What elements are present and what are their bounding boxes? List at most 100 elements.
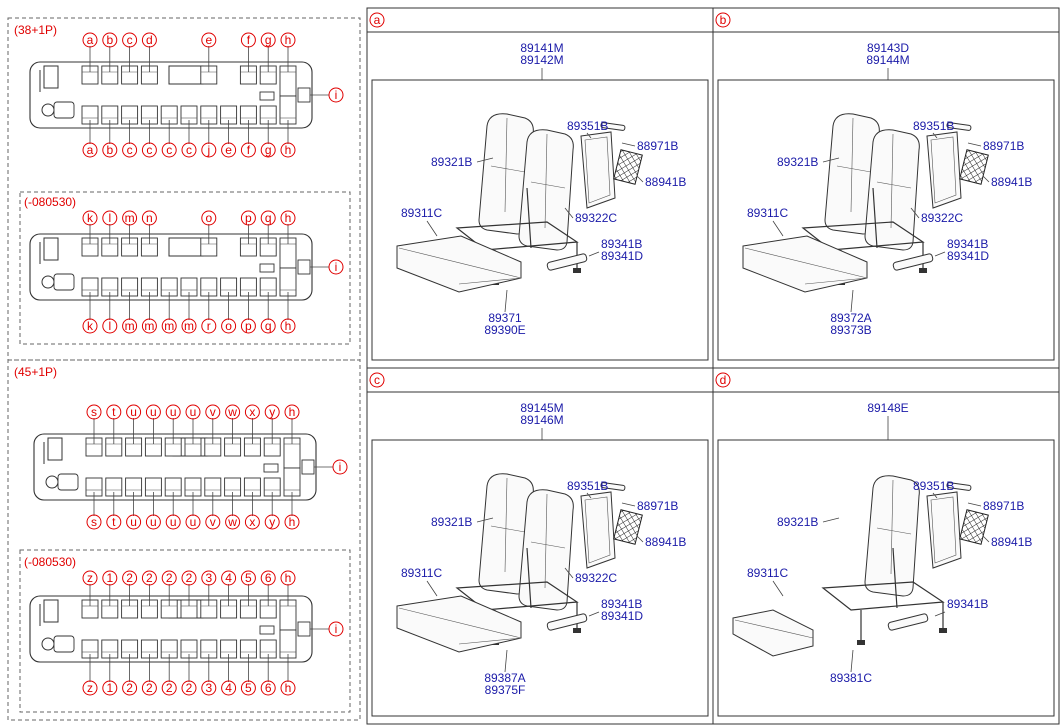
backrest-part-number: 89321B — [431, 155, 472, 169]
layout-title: (45+1P) — [14, 365, 57, 379]
seat-legs — [860, 547, 944, 640]
callout-label: u — [150, 515, 157, 529]
callout-label: 2 — [166, 571, 173, 585]
callout-circle — [260, 318, 276, 334]
callout-circle — [102, 210, 118, 226]
rear-seat — [297, 259, 311, 275]
cushion-seam — [458, 637, 522, 645]
callout-circle — [201, 142, 217, 158]
armrest-part-number: 89341D — [601, 249, 643, 263]
callout-label: m — [164, 319, 174, 333]
callout-circle — [328, 621, 344, 637]
callout-circle — [205, 514, 221, 530]
callout-circle — [145, 514, 161, 530]
armrest-leader — [934, 611, 946, 617]
callout-circle — [284, 404, 300, 420]
backrest-part-number: 89321B — [777, 155, 818, 169]
callout-label: y — [269, 405, 275, 419]
callout-label: 2 — [146, 571, 153, 585]
callout-circle — [122, 142, 138, 158]
panel-leader — [932, 132, 938, 139]
callout-label: e — [225, 143, 232, 157]
backrest-leader — [822, 517, 840, 523]
callout-circle — [141, 680, 157, 696]
side-part-number: 89322C — [921, 211, 963, 225]
callout-circle — [82, 680, 98, 696]
callout-circle — [82, 142, 98, 158]
layout-45-sub-frame — [19, 549, 351, 713]
backrest-seam — [530, 181, 566, 189]
callout-circle — [122, 210, 138, 226]
callout-circle — [181, 318, 197, 334]
inner-frame — [371, 79, 709, 361]
callout-label: 2 — [186, 571, 193, 585]
callout-circle — [106, 404, 122, 420]
callout-circle — [205, 404, 221, 420]
armrest-leader — [588, 611, 600, 617]
net-part-number: 88941B — [991, 535, 1032, 549]
assembly-number: 89142M — [520, 53, 563, 67]
inner-frame — [717, 79, 1055, 361]
armrest-part-number: 89341D — [947, 249, 989, 263]
callout-label: 3 — [205, 571, 212, 585]
callout-circle — [106, 514, 122, 530]
callout-circle — [161, 570, 177, 586]
inner-frame — [717, 439, 1055, 717]
callout-label: m — [125, 211, 135, 225]
callout-label: c — [127, 33, 133, 47]
cushion-part-number: 89311C — [747, 566, 788, 580]
side-part-number: 89322C — [575, 211, 617, 225]
callout-label: m — [184, 319, 194, 333]
backrest-leader — [476, 157, 494, 163]
callout-label: s — [91, 515, 97, 529]
net-leader — [982, 535, 990, 543]
foot — [857, 640, 865, 645]
callout-circle — [122, 680, 138, 696]
back-panel — [926, 131, 962, 209]
seat-cushion — [732, 609, 814, 657]
callout-circle — [225, 404, 241, 420]
layout-title: (-080530) — [24, 195, 76, 209]
armrest-part-number: 89341B — [601, 237, 642, 251]
panel-d: d89148E89351B88971B88941B89321B89311C893… — [712, 367, 1060, 725]
foot-leader — [850, 289, 854, 313]
foot-leader — [504, 649, 508, 673]
callout-label: h — [285, 571, 292, 585]
luggage-box — [263, 463, 279, 473]
callout-label: b — [106, 143, 113, 157]
callout-label: l — [108, 319, 111, 333]
foot-part-number: 89387A — [484, 671, 525, 685]
callout-label: l — [108, 211, 111, 225]
cap-part-number: 88971B — [637, 499, 678, 513]
callout-label: g — [265, 143, 272, 157]
callout-label: o — [205, 211, 212, 225]
backrest-seam — [490, 165, 526, 173]
assembly-number: 89148E — [867, 401, 908, 415]
luggage-box — [259, 625, 275, 635]
backrest — [864, 129, 920, 251]
callout-label: 1 — [106, 681, 113, 695]
backrest-seam — [530, 541, 566, 549]
callout-circle — [260, 142, 276, 158]
callout-label: c — [146, 143, 152, 157]
cushion-leader — [772, 220, 784, 237]
steering-wheel-icon — [41, 275, 55, 289]
cushion-leader — [772, 580, 784, 597]
callout-label: w — [227, 515, 237, 529]
callout-circle — [201, 210, 217, 226]
callout-label: v — [210, 405, 216, 419]
callout-circle — [165, 514, 181, 530]
callout-label: i — [335, 622, 338, 636]
armrest — [546, 613, 588, 631]
callout-circle — [165, 404, 181, 420]
callout-label: h — [289, 515, 296, 529]
callout-circle — [280, 570, 296, 586]
foot — [919, 268, 927, 273]
callout-circle — [102, 32, 118, 48]
panel-leader — [586, 492, 592, 499]
callout-circle — [260, 32, 276, 48]
layout-38-sub-frame — [19, 191, 351, 345]
callout-label: h — [285, 681, 292, 695]
